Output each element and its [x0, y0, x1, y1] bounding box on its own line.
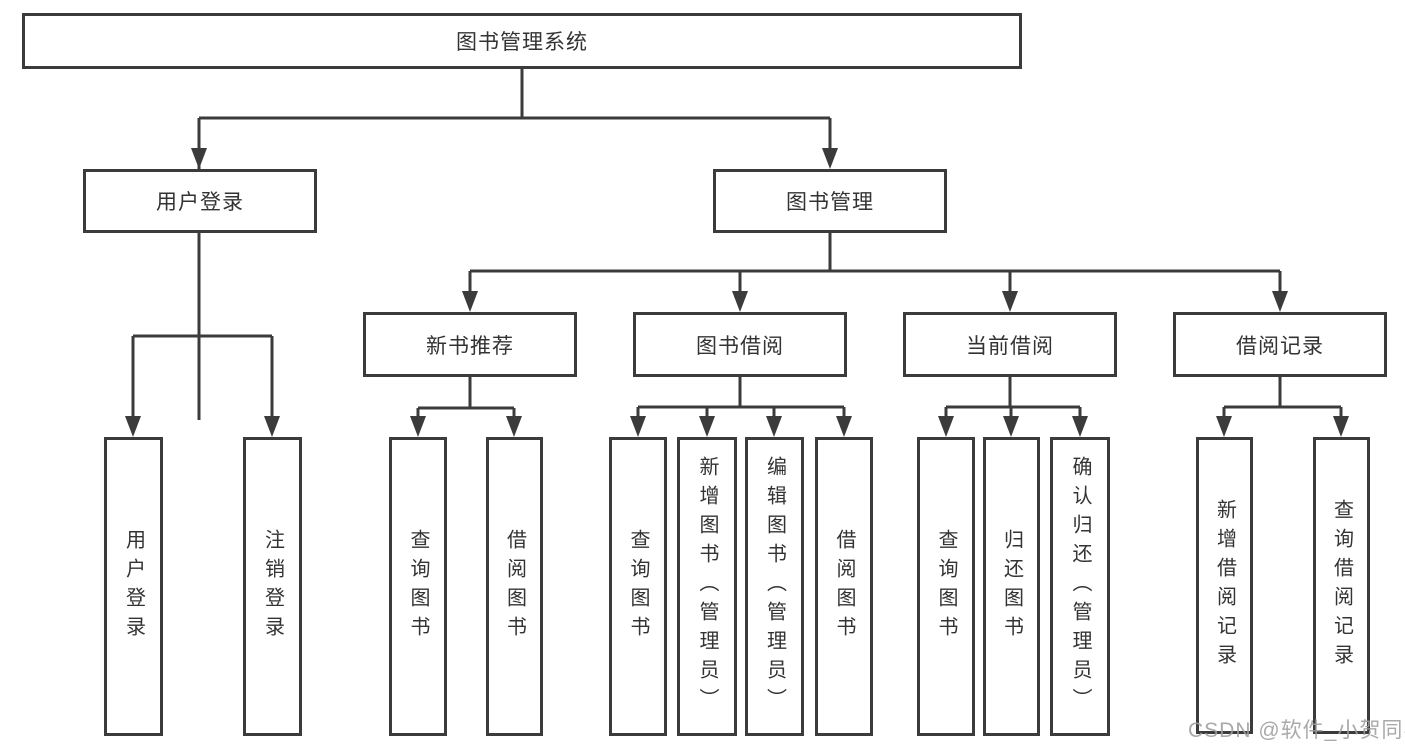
node-current-borrow-label: 当前借阅 — [966, 334, 1054, 358]
arrowheads — [125, 148, 1349, 437]
leaf-current-return-label: 归还图书 — [1000, 528, 1023, 645]
leaf-records-add: 新增借阅记录 — [1196, 437, 1253, 734]
leaf-user-login: 用户登录 — [104, 437, 163, 736]
leaf-bookborrow-edit-label: 编辑图书（管理员） — [763, 456, 786, 717]
connector-borrow-records — [1222, 377, 1343, 418]
leaf-bookborrow-borrow-label: 借阅图书 — [833, 528, 855, 645]
node-borrow-records: 借阅记录 — [1173, 312, 1387, 377]
node-book-management: 图书管理 — [713, 169, 947, 233]
leaf-logout: 注销登录 — [243, 437, 302, 736]
leaf-newbooks-query-label: 查询图书 — [407, 528, 429, 645]
connector-book-borrow — [636, 377, 846, 418]
leaf-newbooks-borrow: 借阅图书 — [486, 437, 543, 736]
connector-current-borrow — [944, 377, 1082, 418]
leaf-bookborrow-query: 查询图书 — [609, 437, 667, 736]
leaf-current-query: 查询图书 — [917, 437, 975, 736]
leaf-logout-label: 注销登录 — [261, 528, 284, 645]
node-new-book-recommend-label: 新书推荐 — [426, 334, 514, 358]
node-user-login-label: 用户登录 — [156, 191, 244, 214]
leaf-user-login-label: 用户登录 — [122, 528, 145, 645]
node-current-borrow: 当前借阅 — [903, 312, 1117, 377]
connector-book-management — [468, 232, 1282, 293]
node-book-borrow: 图书借阅 — [633, 312, 847, 377]
connector-root — [197, 69, 832, 420]
leaf-bookborrow-borrow: 借阅图书 — [815, 437, 873, 736]
leaf-newbooks-borrow-label: 借阅图书 — [503, 528, 526, 645]
node-book-management-label: 图书管理 — [786, 191, 874, 214]
node-borrow-records-label: 借阅记录 — [1236, 334, 1324, 358]
leaf-bookborrow-edit: 编辑图书（管理员） — [745, 437, 804, 736]
leaf-records-query: 查询借阅记录 — [1313, 437, 1370, 734]
connector-user-login — [131, 233, 274, 418]
node-root: 图书管理系统 — [22, 13, 1022, 69]
leaf-records-add-label: 新增借阅记录 — [1213, 498, 1236, 673]
leaf-current-confirm-return-label: 确认归还（管理员） — [1069, 456, 1091, 717]
leaf-records-query-label: 查询借阅记录 — [1330, 498, 1353, 673]
csdn-watermark: CSDN @软件_小贺同学 — [1188, 719, 1405, 742]
leaf-newbooks-query: 查询图书 — [389, 437, 447, 736]
leaf-bookborrow-query-label: 查询图书 — [627, 528, 649, 645]
node-root-label: 图书管理系统 — [456, 31, 588, 54]
node-user-login: 用户登录 — [83, 169, 317, 233]
leaf-current-confirm-return: 确认归还（管理员） — [1050, 437, 1110, 736]
leaf-bookborrow-add: 新增图书（管理员） — [677, 437, 737, 736]
leaf-current-return: 归还图书 — [983, 437, 1040, 736]
connector-new-books — [416, 377, 516, 418]
leaf-current-query-label: 查询图书 — [935, 528, 957, 645]
node-new-book-recommend: 新书推荐 — [363, 312, 577, 377]
leaf-bookborrow-add-label: 新增图书（管理员） — [696, 456, 718, 717]
node-book-borrow-label: 图书借阅 — [696, 334, 784, 358]
